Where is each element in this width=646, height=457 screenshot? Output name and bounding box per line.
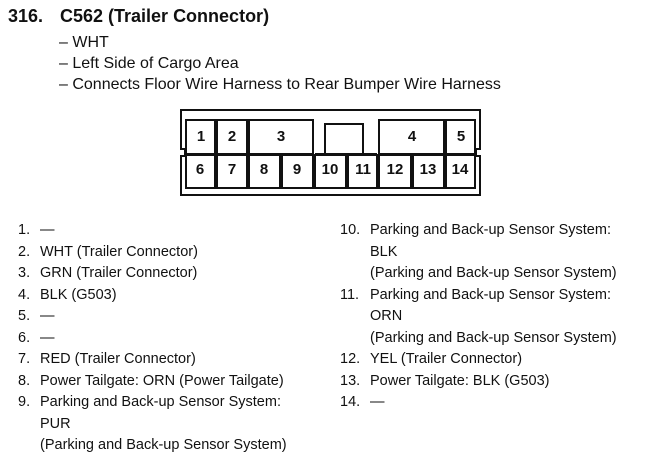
connector-details: – WHT – Left Side of Cargo Area – Connec…: [59, 32, 501, 95]
pin-number: 10.: [340, 222, 361, 238]
pin-description: YEL (Trailer Connector): [370, 351, 523, 367]
list-item: 8. Power Tailgate: ORN (Power Tailgate): [18, 371, 287, 393]
list-item: 3. GRN (Trailer Connector): [18, 263, 287, 285]
detail-color: – WHT: [59, 34, 109, 51]
pin-number: 11.: [340, 286, 360, 303]
connector-number: 316.: [8, 6, 44, 26]
pin-label-14: 14: [451, 161, 469, 178]
connector-latch: [324, 123, 364, 155]
pin-label-13: 13: [419, 161, 437, 178]
list-item: 12. YEL (Trailer Connector): [340, 349, 617, 371]
pin-list-left: 1. — 2. WHT (Trailer Connector) 3. GRN (Tra…: [18, 220, 287, 457]
pin-number: 12.: [340, 351, 361, 367]
pin-description: WHT (Trailer Connector): [40, 243, 198, 260]
connector-title: C562 (Trailer Connector): [60, 6, 270, 26]
pin-number: 2.: [18, 243, 31, 260]
pin-description: BLK (G503): [40, 286, 117, 303]
pin-number: 1.: [18, 222, 31, 238]
detail-location: – Left Side of Cargo Area: [59, 55, 239, 72]
pin-label-7: 7: [227, 161, 237, 178]
pin-description: Parking and Back-up Sensor System: PUR (…: [40, 394, 287, 453]
pin-description: Parking and Back-up Sensor System: BLK (…: [370, 222, 617, 281]
pin-number: 6.: [18, 329, 31, 346]
pin-label-11: 11: [355, 161, 371, 178]
pin-label-2: 2: [227, 128, 237, 145]
pin-description: —: [40, 308, 55, 324]
pin-number: 9.: [18, 394, 31, 410]
list-item: 9. Parking and Back-up Sensor System: PUR…: [18, 392, 287, 457]
pin-description: RED (Trailer Connector): [40, 351, 196, 367]
detail-connects: – Connects Floor Wire Harness to Rear Bu…: [59, 76, 501, 93]
pin-label-5: 5: [456, 128, 466, 145]
list-item: 13. Power Tailgate: BLK (G503): [340, 371, 617, 393]
pin-number: 14.: [340, 394, 361, 410]
pin-label-6: 6: [195, 161, 205, 178]
page-title: 316. C562 (Trailer Connector): [8, 6, 269, 27]
list-item: 6. —: [18, 328, 287, 350]
list-item: 11. Parking and Back-up Sensor System: OR…: [340, 285, 617, 350]
pin-number: 4.: [18, 286, 31, 303]
pin-description: Parking and Back-up Sensor System: ORN (…: [370, 286, 617, 346]
pin-label-3: 3: [276, 128, 286, 145]
list-item: 10. Parking and Back-up Sensor System: BL…: [340, 220, 617, 285]
pin-description: Power Tailgate: ORN (Power Tailgate): [40, 372, 284, 389]
pin-label-10: 10: [321, 161, 339, 178]
pin-number: 8.: [18, 372, 31, 389]
list-item: 1. —: [18, 220, 287, 242]
pin-list-right: 10. Parking and Back-up Sensor System: BL…: [340, 220, 617, 414]
list-item: 5. —: [18, 306, 287, 328]
pin-description: Power Tailgate: BLK (G503): [370, 372, 550, 389]
pin-number: 13.: [340, 372, 361, 389]
pin-number: 3.: [18, 265, 31, 281]
pin-description: —: [40, 329, 55, 346]
list-item: 7. RED (Trailer Connector): [18, 349, 287, 371]
pin-description: —: [370, 394, 385, 410]
pin-description: GRN (Trailer Connector): [40, 265, 198, 281]
pin-label-9: 9: [292, 161, 302, 178]
list-item: 14. —: [340, 392, 617, 414]
connector-housing: [180, 109, 481, 196]
pin-description: —: [40, 222, 55, 238]
pin-label-8: 8: [259, 161, 269, 178]
pin-label-4: 4: [407, 128, 417, 145]
pin-label-12: 12: [386, 161, 404, 178]
list-item: 4. BLK (G503): [18, 285, 287, 307]
list-item: 2. WHT (Trailer Connector): [18, 242, 287, 264]
pin-number: 7.: [18, 351, 31, 367]
pin-number: 5.: [18, 308, 31, 324]
pin-label-1: 1: [196, 128, 206, 145]
